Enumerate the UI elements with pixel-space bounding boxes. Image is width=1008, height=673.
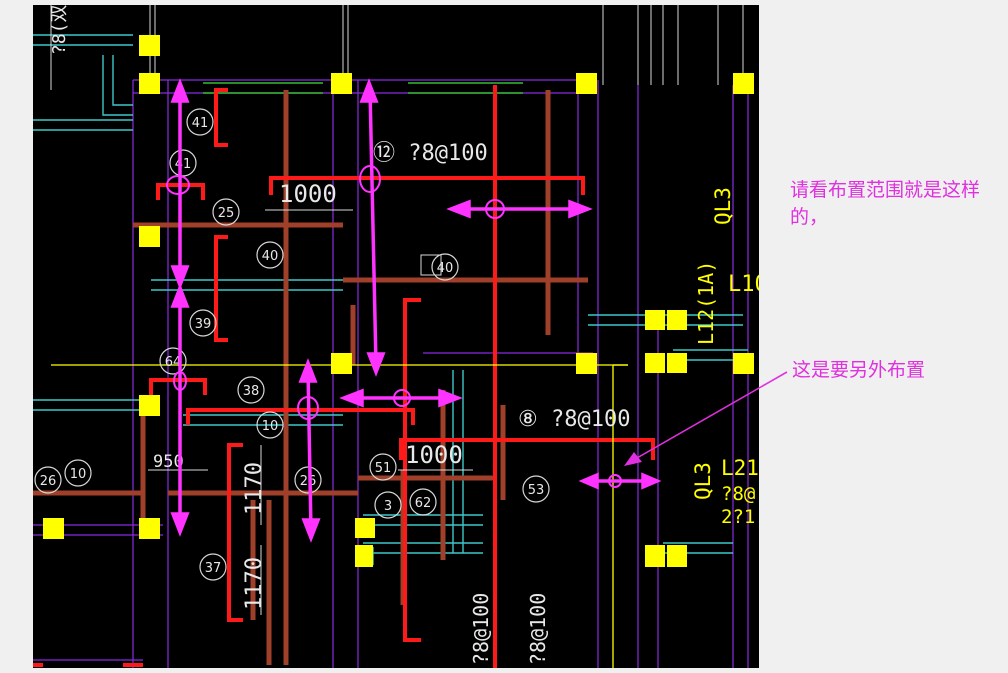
magenta-markers <box>170 78 662 543</box>
label-rebar-8: ⑧ ?8@100 <box>518 407 630 432</box>
yellow-columns <box>43 35 754 567</box>
bubble-41b: 41 <box>175 157 192 172</box>
annotation-note-extra: 这是要另外布置 <box>792 359 926 381</box>
bubble-3: 3 <box>384 499 392 514</box>
label-l12: L12(1A) <box>694 261 718 345</box>
bubble-41a: 41 <box>192 116 209 131</box>
label-ql3-bottom: QL3 <box>691 462 715 500</box>
yellow-lines <box>51 364 628 668</box>
label-dim-1000-a: 1000 <box>279 180 337 208</box>
bubble-circles <box>34 108 550 581</box>
label-beam-spec-b: 2?1 <box>721 506 755 528</box>
bubble-box: 40 <box>437 261 454 276</box>
cad-drawing: ⑫ ?8@100 ⑧ ?8@100 1000 1000 950 1170 117… <box>33 5 759 668</box>
label-dim-1170-a: 1170 <box>242 462 267 515</box>
label-top-left: ?8(双层 <box>49 5 70 55</box>
label-beam-spec-a: ?8@ <box>721 483 755 505</box>
label-bottom-spec-b: ?8@100 <box>526 593 550 665</box>
brown-rebars <box>33 90 588 665</box>
bubble-37: 37 <box>205 561 222 576</box>
label-l21: L21 <box>721 456 759 480</box>
annotation-note-range: 请看布置范围就是这样的， <box>790 179 981 228</box>
label-dim-1170-b: 1170 <box>242 557 267 610</box>
label-dim-950: 950 <box>153 452 184 472</box>
purple-lines <box>33 79 749 668</box>
box-marker <box>420 254 442 276</box>
bubble-10: 10 <box>262 419 279 434</box>
green-lines <box>203 82 523 94</box>
bubble-25: 25 <box>218 206 235 221</box>
bubble-26b: 26 <box>40 474 57 489</box>
label-ql3-top: QL3 <box>711 187 735 225</box>
bubble-40: 40 <box>262 249 279 264</box>
label-bottom-spec-a: ?8@100 <box>469 593 493 665</box>
bubble-39: 39 <box>195 317 212 332</box>
dimension-lines <box>50 5 473 615</box>
bubble-53: 53 <box>528 483 545 498</box>
label-dim-1000-b: 1000 <box>405 441 463 469</box>
bubble-26a: 26 <box>300 474 317 489</box>
bubble-64: 64 <box>165 355 182 370</box>
label-l10: L10 <box>728 272 759 297</box>
grid-lines <box>149 5 744 85</box>
bubble-62: 62 <box>415 496 432 511</box>
bubble-10b: 10 <box>70 467 87 482</box>
red-rebars <box>33 85 655 668</box>
cyan-walls <box>33 34 748 565</box>
label-rebar-12: ⑫ ?8@100 <box>373 141 488 166</box>
drawing-text: ⑫ ?8@100 ⑧ ?8@100 1000 1000 950 1170 117… <box>49 5 630 665</box>
magenta-circles <box>166 165 622 488</box>
bubble-38: 38 <box>243 384 260 399</box>
bubble-51: 51 <box>375 461 392 476</box>
cad-drawing-viewport[interactable]: ⑫ ?8@100 ⑧ ?8@100 1000 1000 950 1170 117… <box>33 5 759 668</box>
